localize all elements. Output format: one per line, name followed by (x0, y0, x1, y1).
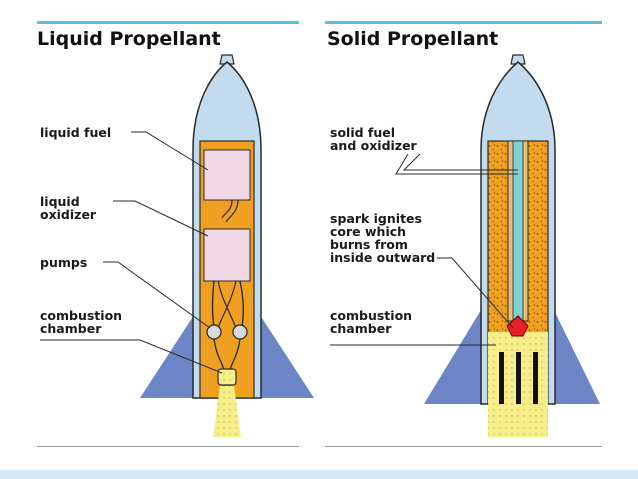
label-liquid-fuel: liquid fuel (40, 125, 112, 140)
solid-left-fin (424, 300, 487, 404)
solid-rocket (424, 54, 600, 437)
liquid-base-rule (37, 446, 299, 447)
label-liquid-oxidizer: liquid oxidizer (40, 194, 97, 222)
solid-title-rule (325, 21, 602, 24)
liquid-panel-title: Liquid Propellant (37, 28, 221, 50)
solid-leader-lines (330, 153, 518, 346)
liquid-feed-lines (211, 280, 245, 329)
liquid-pump-right (232, 324, 248, 340)
liquid-title-rule (37, 21, 299, 24)
label-solid-combustion-chamber: combustion chamber (330, 308, 413, 336)
liquid-fuel-tank (203, 149, 251, 201)
label-spark: spark ignites core which burns from insi… (330, 211, 436, 265)
liquid-fuel-line (221, 199, 233, 219)
solid-panel-title: Solid Propellant (327, 28, 499, 50)
liquid-left-fin (140, 312, 196, 398)
liquid-rocket (140, 54, 314, 437)
solid-exhaust (488, 404, 548, 437)
label-pumps: pumps (40, 255, 88, 270)
solid-base-rule (325, 446, 602, 447)
liquid-leader-lines (40, 131, 223, 374)
solid-right-fin (549, 300, 600, 404)
solid-spark (506, 315, 529, 337)
bottom-band (0, 470, 638, 479)
liquid-right-fin (258, 312, 314, 398)
liquid-combustion-chamber (217, 368, 237, 386)
liquid-exhaust-plume (213, 386, 241, 437)
label-solid-fuel: solid fuel and oxidizer (330, 125, 417, 153)
liquid-oxidizer-tank (203, 228, 251, 282)
label-liquid-combustion-chamber: combustion chamber (40, 308, 123, 336)
